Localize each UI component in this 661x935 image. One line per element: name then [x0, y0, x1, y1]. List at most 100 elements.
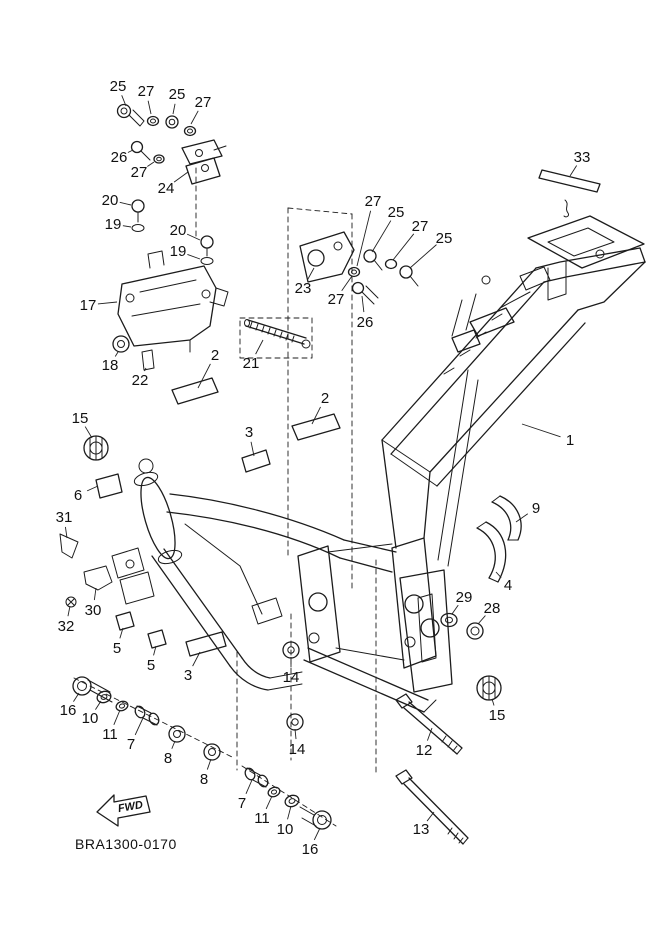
- part-number-callout: 22: [132, 372, 149, 389]
- callout-leader: [147, 100, 152, 115]
- callout-leader: [392, 233, 415, 261]
- callout-leader: [197, 363, 211, 389]
- part-number-callout: 19: [105, 216, 122, 233]
- callout-leader: [521, 423, 561, 438]
- callout-leader: [171, 740, 176, 749]
- part-number-callout: 20: [102, 192, 119, 209]
- callout-leader: [361, 295, 365, 313]
- part-number-callout: 11: [254, 810, 270, 827]
- part-number-callout: 15: [489, 707, 506, 724]
- part-number-callout: 6: [74, 487, 82, 504]
- part-number-callout: 25: [110, 78, 127, 95]
- part-33-strip: [538, 169, 601, 218]
- callout-leader: [495, 571, 502, 578]
- callout-leader: [187, 253, 201, 260]
- callout-leader: [313, 827, 321, 841]
- part-number-callout: 7: [238, 795, 246, 812]
- rear-subframe: [381, 215, 646, 567]
- part-number-callout: 5: [113, 640, 121, 657]
- part-number-callout: 30: [85, 602, 102, 619]
- callout-leader: [186, 233, 201, 241]
- part-number-callout: 2: [211, 347, 219, 364]
- callout-leader: [121, 95, 127, 107]
- part-number-callout: 8: [200, 771, 208, 788]
- part-number-callout: 27: [412, 218, 429, 235]
- part-number-callout: 23: [295, 280, 312, 297]
- part-number-callout: 10: [82, 710, 99, 727]
- part-number-callout: 7: [127, 736, 135, 753]
- callout-leader: [172, 103, 176, 115]
- fasteners-mid: [299, 231, 419, 305]
- damper-15-left: [83, 435, 109, 461]
- part-number-callout: 31: [56, 509, 73, 526]
- callout-leader: [515, 513, 529, 523]
- callout-leader: [84, 426, 93, 439]
- callout-leader: [73, 692, 80, 702]
- callout-leader: [294, 728, 297, 740]
- part-number-callout: 4: [504, 577, 512, 594]
- part-number-callout: 27: [195, 94, 212, 111]
- bolt-chain-mid: [244, 767, 332, 830]
- part-number-callout: 16: [302, 841, 319, 858]
- part-number-callout: 15: [72, 410, 89, 427]
- callout-leader: [569, 165, 578, 177]
- callout-leader: [255, 339, 264, 355]
- callout-leader: [491, 698, 495, 706]
- fasteners-19-20: [131, 199, 214, 265]
- callout-leader: [97, 301, 118, 305]
- part-number-callout: 26: [357, 314, 374, 331]
- callout-leader: [147, 161, 155, 167]
- part-number-callout: 17: [80, 297, 97, 314]
- main-frame: [133, 458, 437, 713]
- damper-15-right: [476, 675, 502, 701]
- part-number-callout: 27: [365, 193, 382, 210]
- callout-leader: [113, 709, 121, 725]
- part-number-callout: 8: [164, 750, 172, 767]
- callout-leader: [192, 651, 201, 667]
- part-number-callout: 5: [147, 657, 155, 674]
- callout-leader: [119, 201, 132, 206]
- callout-leader: [153, 645, 157, 656]
- part-number-callout: 9: [532, 500, 540, 517]
- callout-leader: [426, 727, 433, 741]
- part-number-callout: 13: [413, 821, 430, 838]
- small-brackets-left: [59, 533, 167, 649]
- part-number-callout: 28: [484, 600, 501, 617]
- part-number-callout: 3: [184, 667, 192, 684]
- part-number-callout: 3: [245, 424, 253, 441]
- part-number-callout: 33: [574, 149, 591, 166]
- part-number-callout: 2: [321, 390, 329, 407]
- rod-21: [244, 319, 311, 349]
- part-number-callout: 24: [158, 180, 175, 197]
- callout-leader: [311, 406, 321, 425]
- strips-4-9: [476, 495, 522, 583]
- part-number-callout: 27: [131, 164, 148, 181]
- callout-leader: [245, 779, 253, 795]
- fwd-label: FWD: [117, 799, 144, 815]
- part-number-callout: 1: [566, 432, 574, 449]
- callout-leader: [341, 275, 353, 292]
- callout-leader-lines: [64, 95, 578, 841]
- callout-leader: [307, 267, 315, 280]
- part-number-callout: 14: [289, 741, 306, 758]
- pivot-plates: [297, 537, 453, 693]
- callout-leader: [265, 795, 273, 810]
- part-number-callout: 14: [283, 669, 300, 686]
- protector-pads: [95, 377, 341, 657]
- bolt-chain-left: [72, 676, 221, 761]
- callout-leader: [95, 700, 102, 710]
- callout-leader: [371, 220, 392, 253]
- washer-29-nut-28: [440, 612, 484, 640]
- part-number-callout: 20: [170, 222, 187, 239]
- bracket-17-assembly: [112, 250, 229, 371]
- part-number-callout: 32: [58, 618, 75, 635]
- callout-leader: [206, 758, 212, 770]
- part-number-callout: 21: [243, 355, 260, 372]
- callout-leader: [122, 225, 132, 228]
- callout-leader: [114, 351, 119, 357]
- part-number-callout: 29: [456, 589, 473, 606]
- part-number-callout: 27: [328, 291, 345, 308]
- callout-leader: [426, 811, 435, 822]
